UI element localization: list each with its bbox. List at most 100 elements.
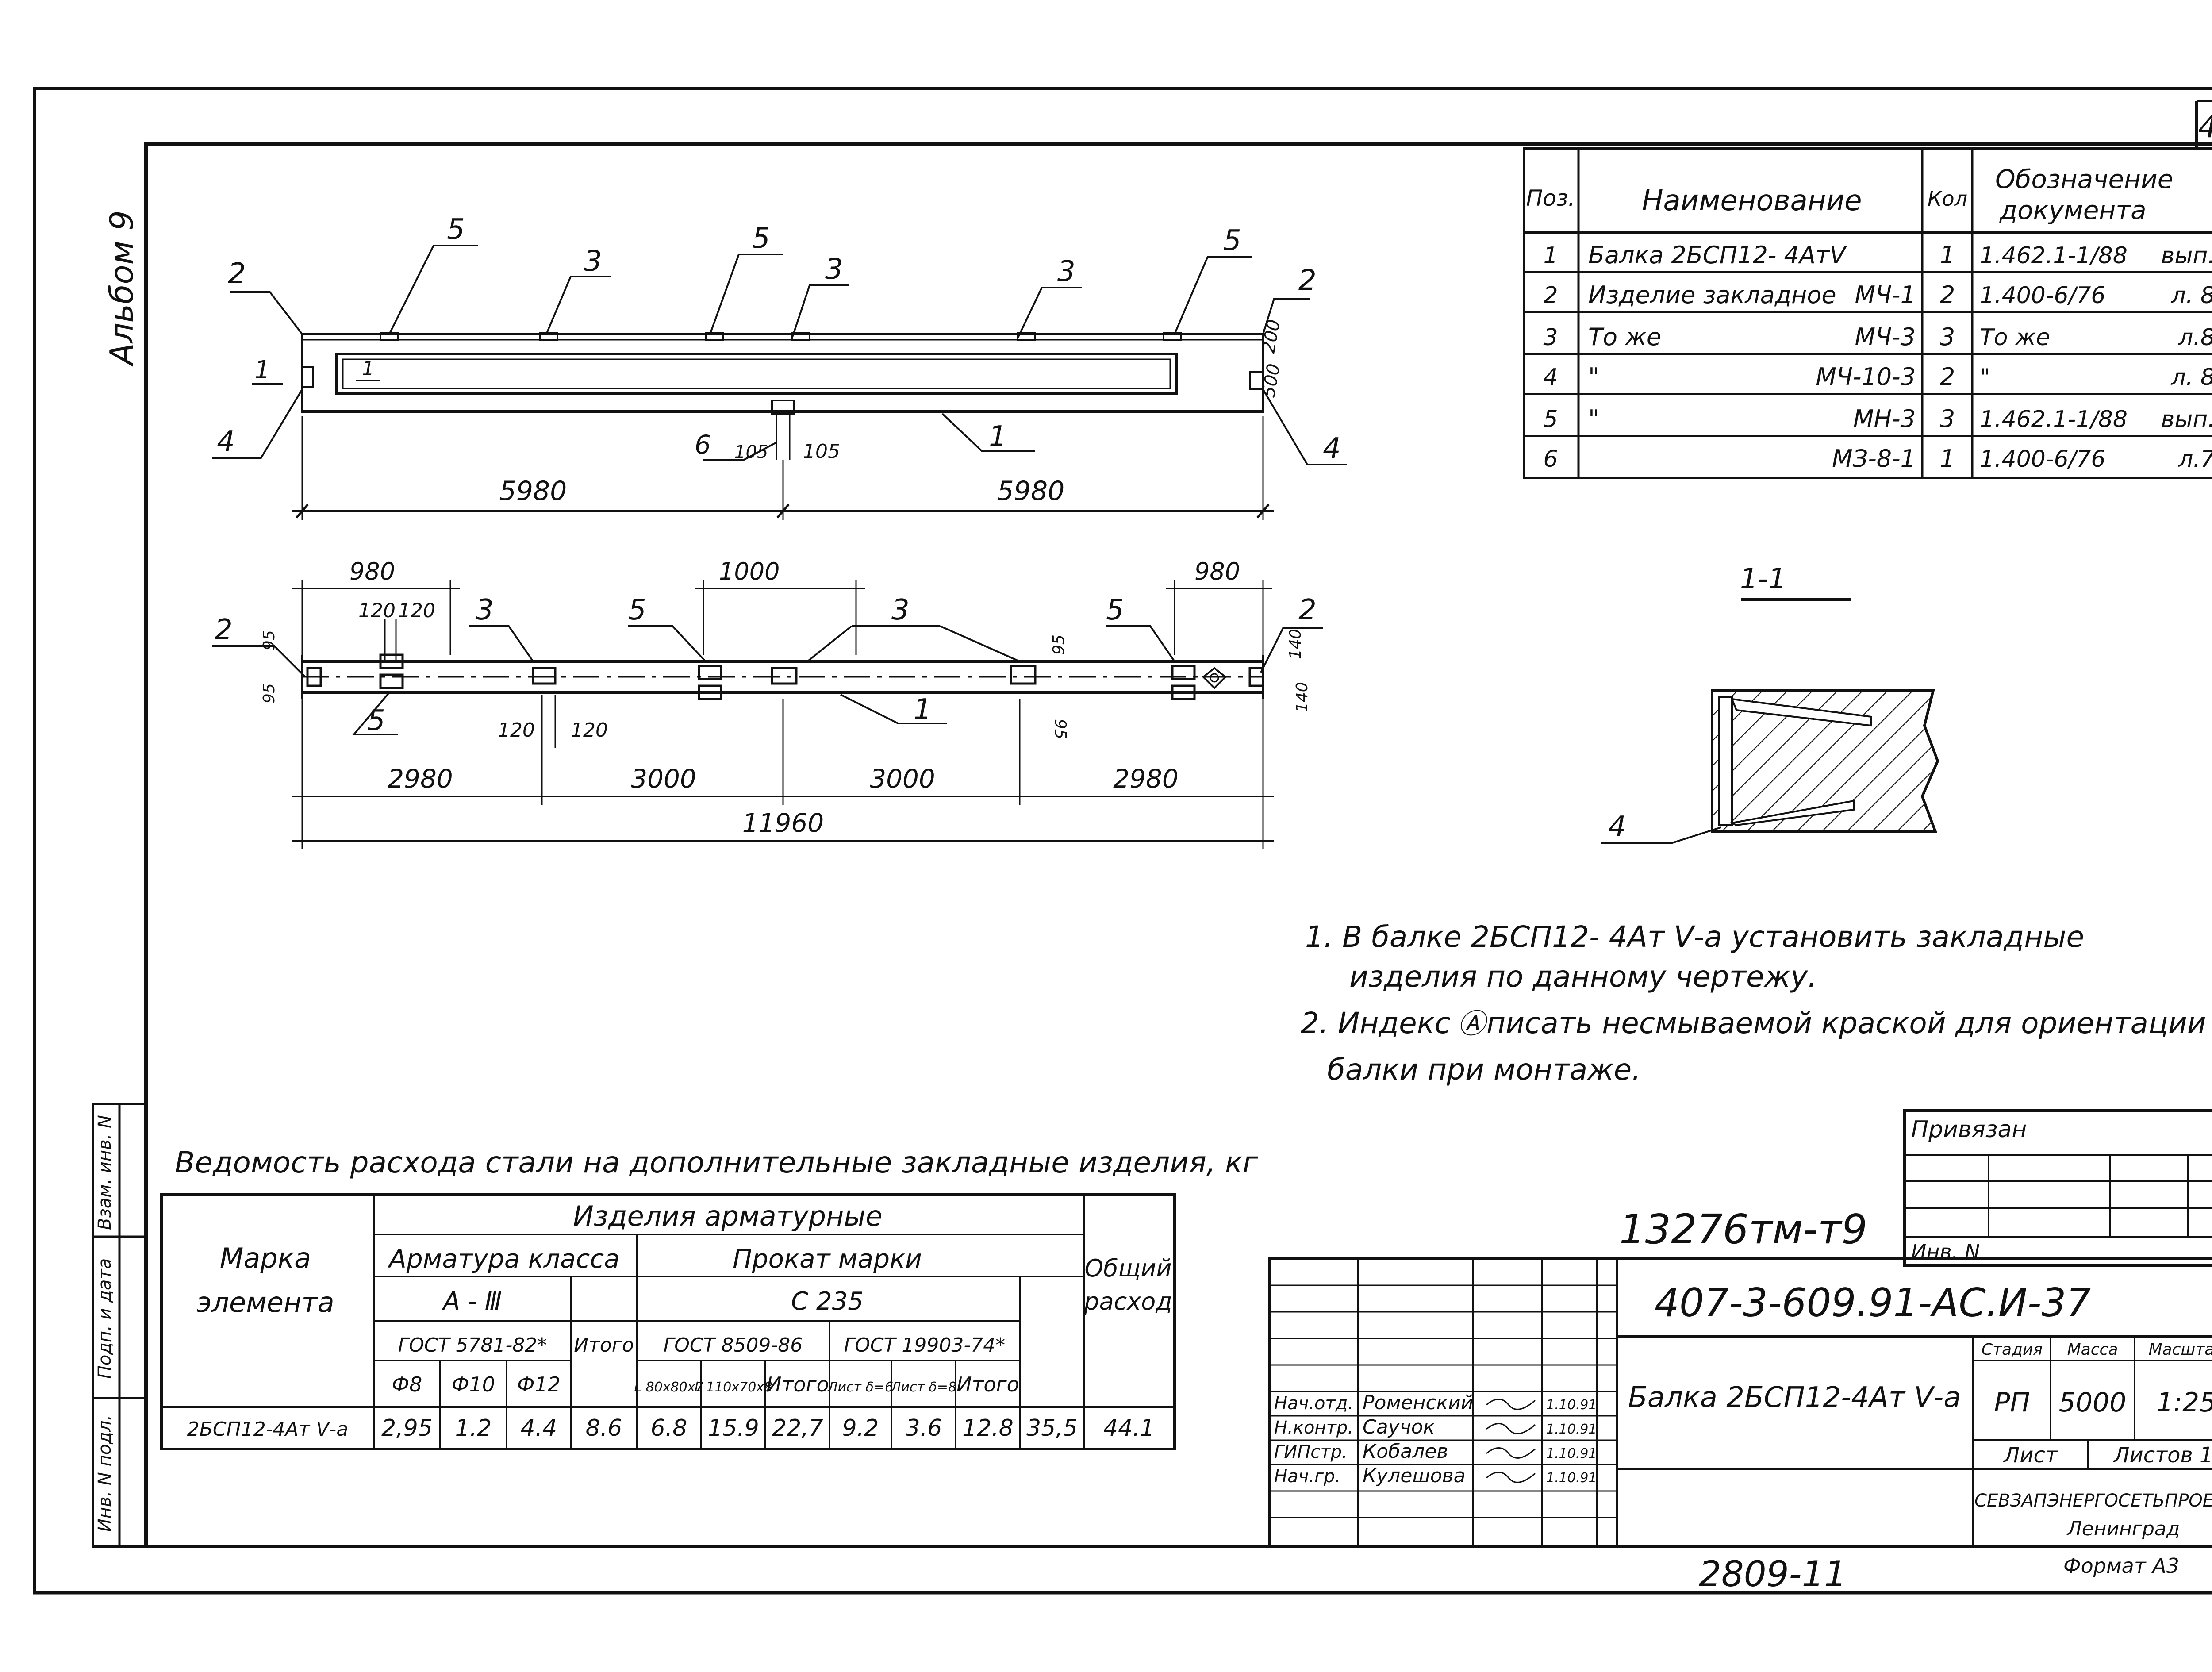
svg-text:балки при монтаже.: балки при монтаже. (1327, 1053, 1641, 1087)
svg-text:95: 95 (260, 683, 278, 703)
steel-table: Ведомость расхода стали на дополнительны… (160, 1145, 1258, 1450)
callout: 5 (447, 213, 465, 246)
svg-text:105: 105 (803, 440, 840, 463)
spec-ref: л. 88 (2171, 364, 2212, 391)
plan-plate-top (1171, 665, 1196, 680)
spec-qty: 1 (1940, 241, 1955, 269)
svg-text:изделия по данному чертежу.: изделия по данному чертежу. (1349, 960, 1817, 994)
svg-text:Общий: Общий (1085, 1254, 1172, 1282)
callout: 1 (989, 420, 1007, 453)
svg-text:105: 105 (734, 442, 768, 462)
stamp-role: ГИПстр. (1274, 1442, 1348, 1462)
svg-text:2980: 2980 (1113, 764, 1179, 794)
svg-text:5980: 5980 (997, 476, 1065, 507)
callout: 5 (752, 222, 770, 255)
plan-plate-top (698, 665, 722, 680)
spec-qty: 2 (1940, 281, 1955, 309)
svg-text:1000: 1000 (719, 557, 780, 585)
plan-plate-bottom (1171, 684, 1196, 700)
spec-doc: То же (1980, 324, 2050, 351)
callout: 3 (476, 594, 494, 627)
stamp-date: 1.10.91 (1546, 1470, 1597, 1486)
svg-text:Изделия арматурные: Изделия арматурные (573, 1200, 882, 1232)
spec-pos: 1 (1543, 242, 1558, 269)
callout: 2 (1298, 594, 1317, 627)
callout: 3 (891, 594, 910, 627)
plan-part (771, 667, 798, 685)
svg-text:5980: 5980 (499, 476, 567, 507)
svg-text:1:25: 1:25 (2157, 1387, 2212, 1418)
steel-subheader: Лист δ=6 (827, 1380, 893, 1395)
callout: 4 (1323, 432, 1341, 465)
svg-text:2980: 2980 (388, 764, 453, 794)
svg-text:Наименование: Наименование (1642, 184, 1862, 217)
svg-text:Обозначение: Обозначение (1995, 164, 2173, 194)
svg-text:120: 120 (498, 719, 535, 742)
svg-text:писать несмываемой краской д: писать несмываемой краской для ориентаци… (1486, 1006, 2206, 1040)
embedded-part (705, 332, 724, 341)
callout: 5 (1106, 594, 1124, 627)
plan-plate-bottom (379, 673, 404, 689)
stamp-role: Н.контр. (1274, 1418, 1353, 1438)
spec-qty: 3 (1940, 405, 1955, 433)
callout: 2 (228, 258, 246, 290)
svg-text:Кол: Кол (1928, 187, 1967, 211)
callout: 4 (1608, 811, 1626, 843)
svg-text:11960: 11960 (742, 808, 824, 838)
stamp-person: Роменский (1363, 1391, 1473, 1414)
svg-text:120: 120 (358, 600, 396, 622)
title-block: 13276тм-т9 Привязан Инв. N (1268, 1109, 2212, 1595)
svg-text:120: 120 (398, 600, 435, 622)
spec-doc: 1.400-6/76 (1980, 446, 2105, 473)
plan-part (532, 667, 557, 685)
spec-name: " (1588, 405, 1599, 433)
steel-cell: 2,95 (381, 1415, 433, 1441)
svg-text:А - Ⅲ: А - Ⅲ (442, 1287, 502, 1316)
steel-subheader: Лист δ=8 (891, 1380, 956, 1395)
spec-doc: 1.400-6/76 (1980, 282, 2105, 309)
steel-subheader: Ф10 (452, 1372, 495, 1396)
stamp-role: Нач.гр. (1274, 1466, 1340, 1487)
notes: 1. В балке 2БСП12- 4Ат Ⅴ-а установить за… (1301, 920, 2206, 1087)
steel-cell: 35,5 (1026, 1415, 1078, 1441)
steel-cell: 3.6 (906, 1415, 942, 1441)
spec-name: " (1588, 363, 1599, 391)
svg-text:РП: РП (1994, 1387, 2030, 1418)
svg-text:ГОСТ 5781-82*: ГОСТ 5781-82* (398, 1334, 547, 1357)
steel-subheader: Ф12 (517, 1372, 561, 1396)
outer-border (33, 87, 2212, 1595)
svg-text:980: 980 (1194, 557, 1240, 585)
svg-text:расход: расход (1083, 1288, 1172, 1315)
svg-text:Формат А3: Формат А3 (2063, 1554, 2179, 1578)
stamp-date: 1.10.91 (1546, 1446, 1597, 1461)
plan-part (1010, 665, 1037, 685)
steel-cell: 12.8 (962, 1415, 1014, 1441)
album-label: Альбом 9 (103, 210, 140, 366)
spec-ref: л. 84 (2171, 282, 2212, 309)
embedded-part (1163, 332, 1182, 341)
spec-pos: 6 (1543, 446, 1558, 473)
stamp-person: Саучок (1363, 1416, 1435, 1438)
svg-text:2809-11: 2809-11 (1699, 1553, 1847, 1595)
callout: 5 (1223, 224, 1241, 257)
spec-qty: 2 (1940, 363, 1955, 391)
svg-text:Масштаб: Масштаб (2148, 1341, 2212, 1359)
svg-text:Стадия: Стадия (1982, 1341, 2043, 1359)
steel-cell: 15.9 (708, 1415, 759, 1441)
steel-cell: 4.4 (521, 1415, 557, 1441)
spec-doc: " (1980, 364, 1990, 391)
svg-text:Инв. N подл.: Инв. N подл. (95, 1415, 115, 1532)
svg-text:ГОСТ 8509-86: ГОСТ 8509-86 (664, 1334, 803, 1357)
signature (1486, 1447, 1536, 1459)
steel-cell: 2БСП12-4Ат Ⅴ-а (187, 1418, 349, 1441)
svg-text:СЕВЗАПЭНЕРГОСЕТЬПРОЕКТ: СЕВЗАПЭНЕРГОСЕТЬПРОЕКТ (1974, 1491, 2212, 1511)
svg-text:1-1: 1-1 (1740, 563, 1786, 596)
svg-text:элемента: элемента (196, 1286, 334, 1318)
svg-text:Итого: Итого (574, 1334, 634, 1357)
spec-ref: л.85 (2178, 324, 2212, 351)
spec-qty: 3 (1940, 323, 1955, 351)
beam-elevation: 1 1 5 3 5 3 3 5 2 2 4 4 6 1 200 500 105 … (212, 213, 1347, 520)
plan-part (1248, 667, 1264, 687)
spec-doc: 1.462.1-1/88 (1980, 242, 2128, 269)
